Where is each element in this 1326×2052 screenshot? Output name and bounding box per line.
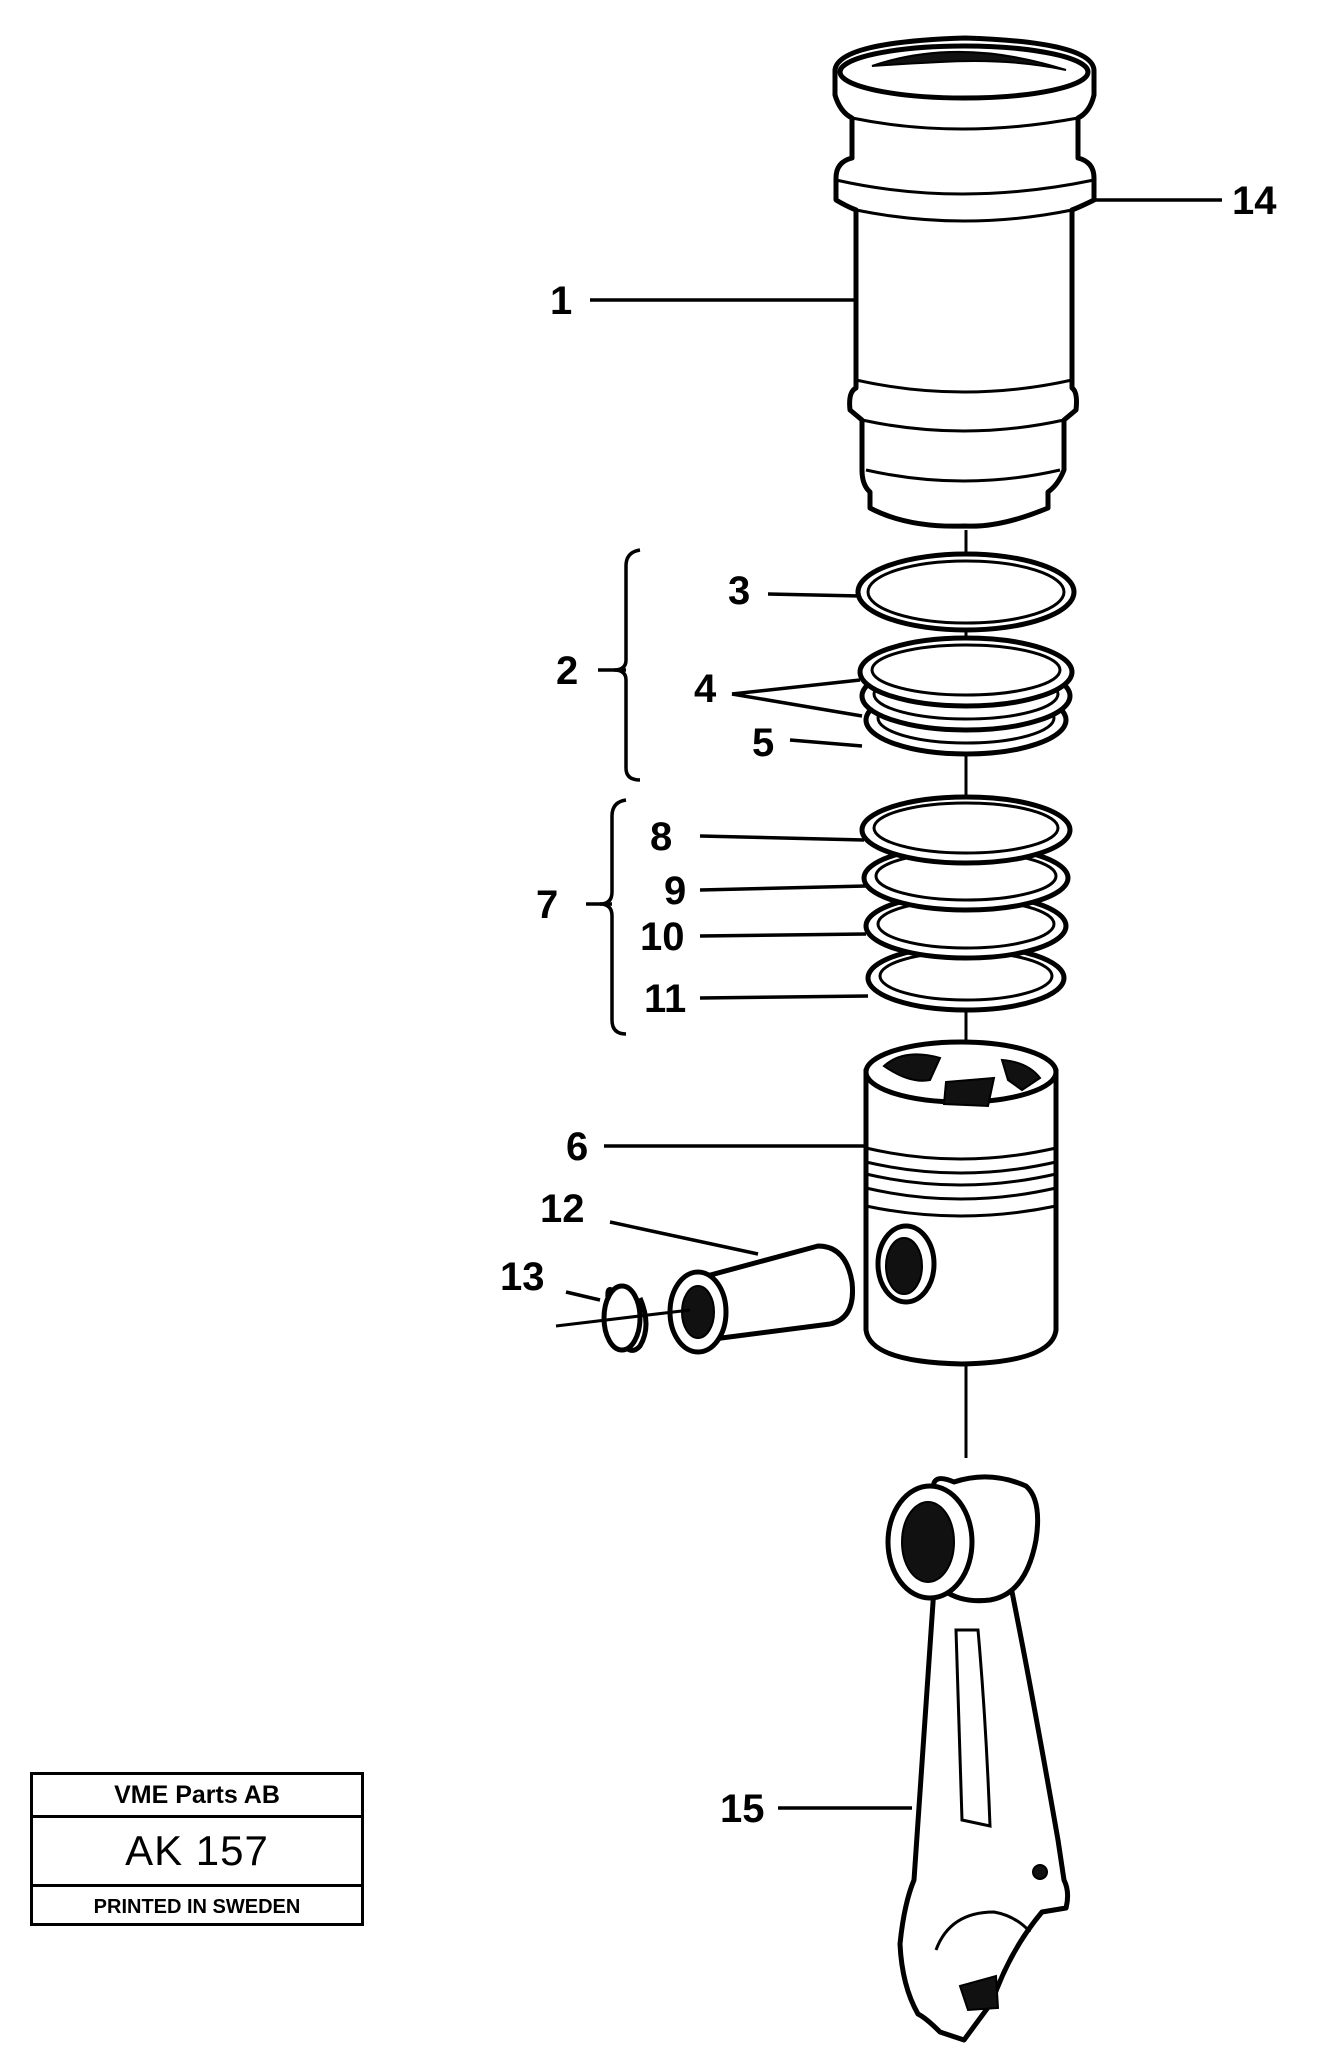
group-bracket-2 xyxy=(613,548,641,782)
piston xyxy=(863,1039,1059,1367)
drawing-code: AK 157 xyxy=(33,1818,361,1887)
callout-6: 6 xyxy=(566,1125,588,1169)
callout-10: 10 xyxy=(640,915,685,959)
callout-labels: 1 2 3 4 5 6 7 8 9 10 11 12 13 14 15 xyxy=(500,179,1277,1831)
connecting-rod xyxy=(885,1474,1071,2043)
title-block: VME Parts AB AK 157 PRINTED IN SWEDEN xyxy=(30,1772,364,1926)
callout-14: 14 xyxy=(1232,179,1277,223)
piston-pin xyxy=(667,1243,856,1355)
callout-13: 13 xyxy=(500,1255,545,1299)
callout-7: 7 xyxy=(536,883,558,927)
callout-12: 12 xyxy=(540,1187,585,1231)
circlip xyxy=(555,1283,691,1353)
callout-11: 11 xyxy=(644,977,686,1021)
company-name: VME Parts AB xyxy=(33,1775,361,1818)
seal-ring xyxy=(855,551,1077,633)
callout-15: 15 xyxy=(720,1787,765,1831)
cylinder-liner xyxy=(832,35,1097,529)
callout-4: 4 xyxy=(694,667,717,711)
callout-9: 9 xyxy=(664,869,686,913)
piston-ring-set-b xyxy=(859,794,1073,1013)
callout-3: 3 xyxy=(728,569,750,613)
printed-note: PRINTED IN SWEDEN xyxy=(93,1896,301,1918)
callout-8: 8 xyxy=(650,815,672,859)
piston-ring-set-a xyxy=(857,635,1075,757)
group-bracket-7 xyxy=(599,798,627,1036)
leader-lines xyxy=(565,198,1222,1810)
callout-5: 5 xyxy=(752,721,774,765)
callout-2: 2 xyxy=(556,649,578,693)
callout-1: 1 xyxy=(550,279,572,323)
